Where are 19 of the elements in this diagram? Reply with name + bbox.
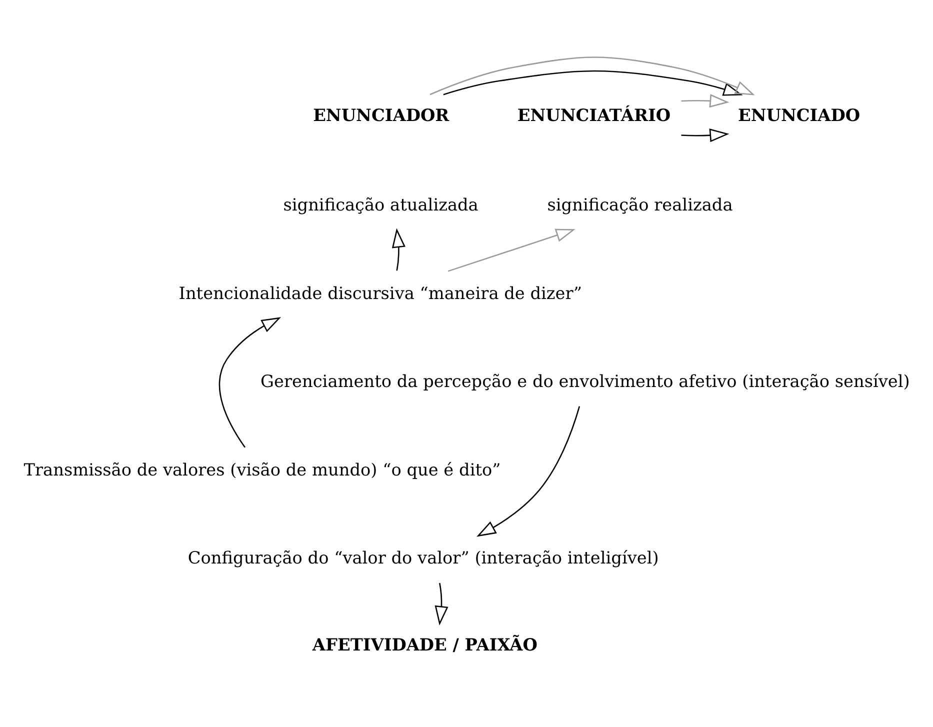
node-text: ENUNCIATÁRIO xyxy=(517,104,671,125)
node-text: Configuração do “valor do valor” (interação inteligível) xyxy=(188,547,659,568)
node-text: AFETIVIDADE / PAIXÃO xyxy=(312,634,538,654)
arrow xyxy=(448,228,576,272)
node-text: Transmissão de valores (visão de mundo) “o que é dito” xyxy=(24,458,501,479)
arrow xyxy=(681,94,730,108)
node-text: Intencionalidade discursiva “maneira de dizer” xyxy=(178,282,582,302)
arrow xyxy=(681,128,730,142)
node-text: ENUNCIADOR xyxy=(313,104,450,125)
arrow xyxy=(476,406,580,536)
node-text: significação realizada xyxy=(547,194,733,214)
arrow xyxy=(392,228,406,270)
arrow xyxy=(434,582,448,625)
node-text: ENUNCIADO xyxy=(738,104,860,125)
arrow xyxy=(218,316,282,448)
node-text: significação atualizada xyxy=(283,194,478,214)
arrow xyxy=(443,70,743,96)
arrow xyxy=(430,56,755,95)
node-text: Gerenciamento da percepção e do envolvimento afetivo (interação sensível) xyxy=(260,370,910,391)
